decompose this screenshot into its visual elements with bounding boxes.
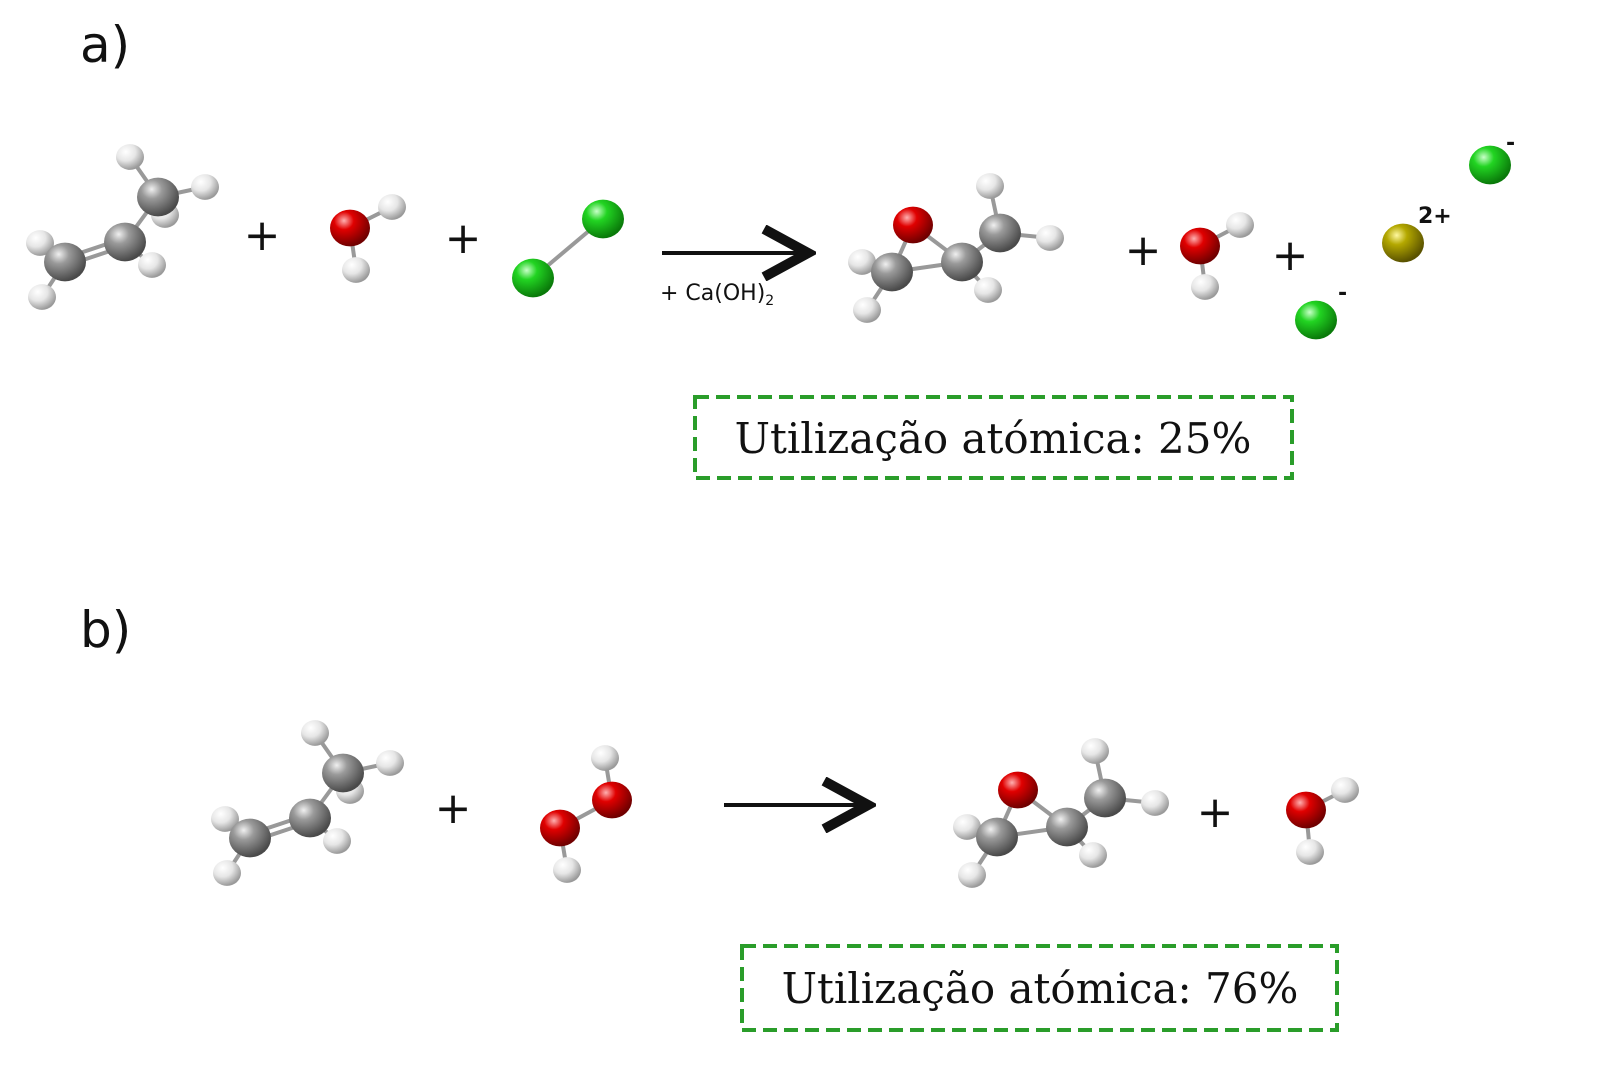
plus-sign: + xyxy=(244,210,281,261)
oxygen-atom xyxy=(330,209,370,247)
hydrogen-atom xyxy=(976,173,1004,199)
water-molecule xyxy=(1180,212,1254,300)
carbon-atom xyxy=(137,177,179,217)
carbon-atom xyxy=(229,818,271,858)
hydrogen-atom xyxy=(28,284,56,310)
plus-sign: + xyxy=(445,213,482,264)
calcium-atom xyxy=(1382,223,1424,263)
calcium-chloride-ions xyxy=(1295,145,1511,340)
hydrogen-atom xyxy=(301,720,329,746)
oxygen-atom xyxy=(540,809,580,847)
atom-utilization-text: Utilização atómica: 25% xyxy=(735,414,1252,463)
propene-molecule xyxy=(211,720,404,886)
plus-sign: + xyxy=(435,783,472,834)
carbon-atom xyxy=(941,242,983,282)
plus-sign: + xyxy=(1197,787,1234,838)
hydrogen-atom xyxy=(953,814,981,840)
panel-b-label: b) xyxy=(80,601,131,659)
water-molecule xyxy=(330,194,406,283)
carbon-atom xyxy=(289,798,331,838)
hydrogen-atom xyxy=(1191,274,1219,300)
hydrogen-atom xyxy=(376,750,404,776)
hydrogen-atom xyxy=(116,144,144,170)
panel-a-label: a) xyxy=(80,16,130,74)
carbon-atom xyxy=(979,213,1021,253)
atom-utilization-text: Utilização atómica: 76% xyxy=(782,964,1299,1013)
chlorine-atom xyxy=(1295,300,1337,340)
panel-b: b) + + Utilização atómica: 76% xyxy=(80,601,1359,1032)
atom-utilization-box xyxy=(740,944,1339,1032)
propylene-oxide-molecule xyxy=(848,173,1064,323)
hydrogen-atom xyxy=(958,862,986,888)
carbon-atom xyxy=(44,242,86,282)
oxygen-atom xyxy=(1180,227,1220,265)
hydrogen-atom xyxy=(553,857,581,883)
hydrogen-atom xyxy=(1081,738,1109,764)
carbon-atom xyxy=(1046,807,1088,847)
charge-label: 2+ xyxy=(1418,204,1452,229)
propene-molecule xyxy=(26,144,219,310)
hydrogen-atom xyxy=(1141,790,1169,816)
chlorine-molecule xyxy=(512,199,624,298)
charge-label: - xyxy=(1338,281,1347,306)
hydrogen-atom xyxy=(974,277,1002,303)
hydrogen-atom xyxy=(1036,225,1064,251)
hydrogen-atom xyxy=(191,174,219,200)
chlorine-atom xyxy=(512,258,554,298)
hydrogen-atom xyxy=(138,252,166,278)
oxygen-atom xyxy=(893,206,933,244)
hydrogen-atom xyxy=(591,745,619,771)
charge-label: - xyxy=(1506,131,1515,156)
atom-utilization-box xyxy=(693,395,1294,480)
carbon-atom xyxy=(976,817,1018,857)
hydrogen-peroxide-molecule xyxy=(540,745,632,883)
oxygen-atom xyxy=(998,771,1038,809)
propylene-oxide-molecule xyxy=(953,738,1169,888)
hydrogen-atom xyxy=(26,230,54,256)
hydrogen-atom xyxy=(323,828,351,854)
hydrogen-atom xyxy=(1079,842,1107,868)
chlorine-atom xyxy=(1469,145,1511,185)
hydrogen-atom xyxy=(848,249,876,275)
carbon-atom xyxy=(322,753,364,793)
oxygen-atom xyxy=(1286,791,1326,829)
carbon-atom xyxy=(871,252,913,292)
hydrogen-atom xyxy=(1331,777,1359,803)
hydrogen-atom xyxy=(213,860,241,886)
hydrogen-atom xyxy=(211,806,239,832)
hydrogen-atom xyxy=(1296,839,1324,865)
hydrogen-atom xyxy=(1226,212,1254,238)
panel-a: a) + + + Ca(OH)2 + + - 2+ - Utilização a… xyxy=(26,16,1515,480)
hydrogen-atom xyxy=(342,257,370,283)
plus-sign: + xyxy=(1125,225,1162,276)
plus-sign: + xyxy=(1272,230,1309,281)
hydrogen-atom xyxy=(378,194,406,220)
water-molecule xyxy=(1286,777,1359,865)
carbon-atom xyxy=(104,222,146,262)
hydrogen-atom xyxy=(853,297,881,323)
chlorine-atom xyxy=(582,199,624,239)
reagent-label: + Ca(OH)2 xyxy=(660,281,774,309)
oxygen-atom xyxy=(592,781,632,819)
carbon-atom xyxy=(1084,778,1126,818)
